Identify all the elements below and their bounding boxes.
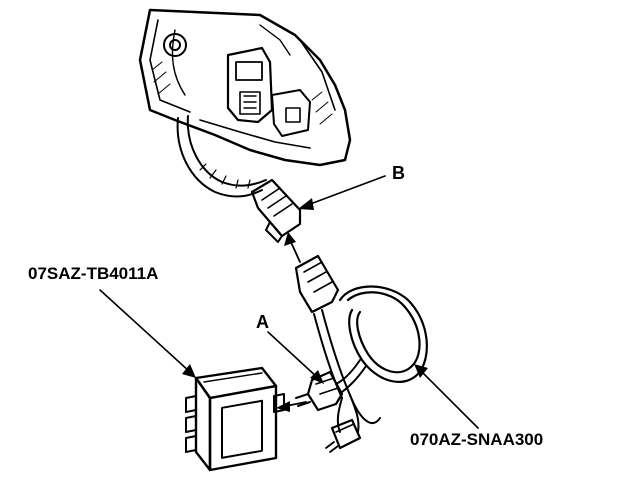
adapter-a [295,370,344,412]
lower-plug [325,418,362,453]
label-test-harness: 070AZ-SNAA300 [410,430,543,449]
leader-b [304,175,386,207]
label-test-box: 07SAZ-TB4011A [28,264,158,283]
leader-a [267,331,319,379]
leader-test-box [99,289,191,373]
connect-arrow-b [284,232,301,263]
mounted-sensor-connector [226,46,274,124]
label-b: B [392,163,405,183]
arrowhead-test-box [182,364,196,378]
leader-test-harness [419,369,479,429]
label-a: A [256,312,269,332]
label-test-box-group: 07SAZ-TB4011A [28,264,196,378]
arrowhead-test-harness [414,364,428,378]
label-a-group: A [256,312,324,384]
label-harness-group: 070AZ-SNAA300 [410,364,543,449]
arrowhead-a [310,370,324,384]
vehicle-harness [176,115,267,198]
mounting-tab [271,89,311,137]
engine-bracket [138,8,352,167]
connector-b [250,178,302,243]
harness-connector [294,254,340,314]
arrowhead-b [298,198,314,210]
test-box [185,366,285,472]
test-harness-cable [313,285,428,433]
label-b-group: B [298,163,405,210]
